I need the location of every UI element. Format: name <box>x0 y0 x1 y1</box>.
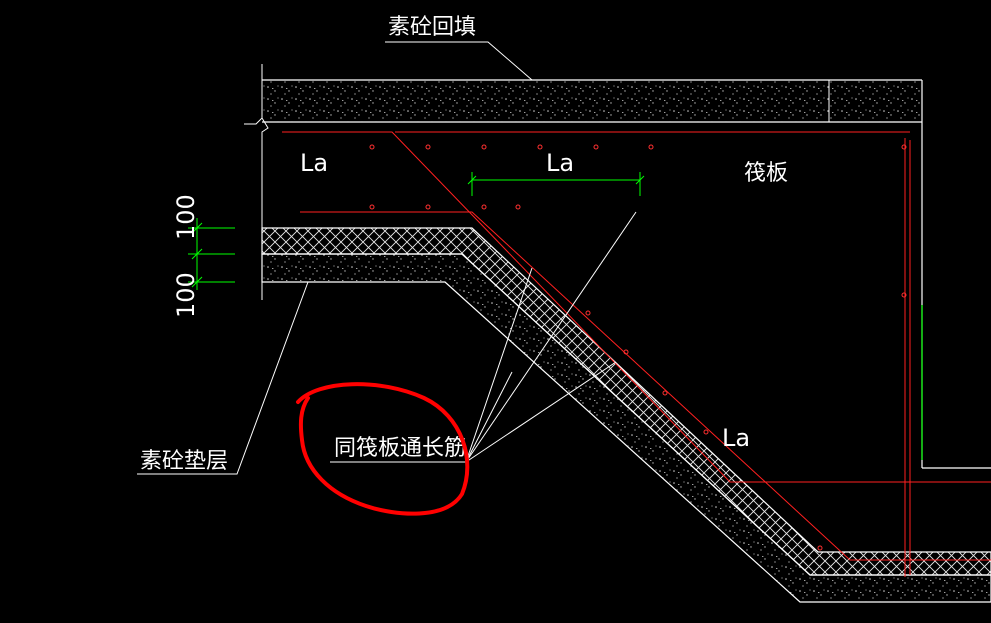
label-backfill: 素砼回填 <box>388 15 476 40</box>
dimension-lines <box>188 172 645 290</box>
label-la-slope: La <box>722 424 750 452</box>
label-cushion: 素砼垫层 <box>140 449 228 474</box>
label-la-left: La <box>300 149 328 177</box>
label-raft: 筏板 <box>744 161 788 186</box>
label-dim-lower: 100 <box>172 272 200 318</box>
backfill-layer <box>244 64 991 469</box>
label-dim-upper: 100 <box>172 194 200 240</box>
leader-lines <box>137 41 637 475</box>
rebar-dots <box>369 144 907 551</box>
cushion-layers <box>261 227 991 603</box>
raft-rebar <box>282 131 991 577</box>
highlight-circle <box>296 382 470 516</box>
label-same-rebar: 同筏板通长筋 <box>334 436 466 461</box>
label-la-middle: La <box>546 149 574 177</box>
